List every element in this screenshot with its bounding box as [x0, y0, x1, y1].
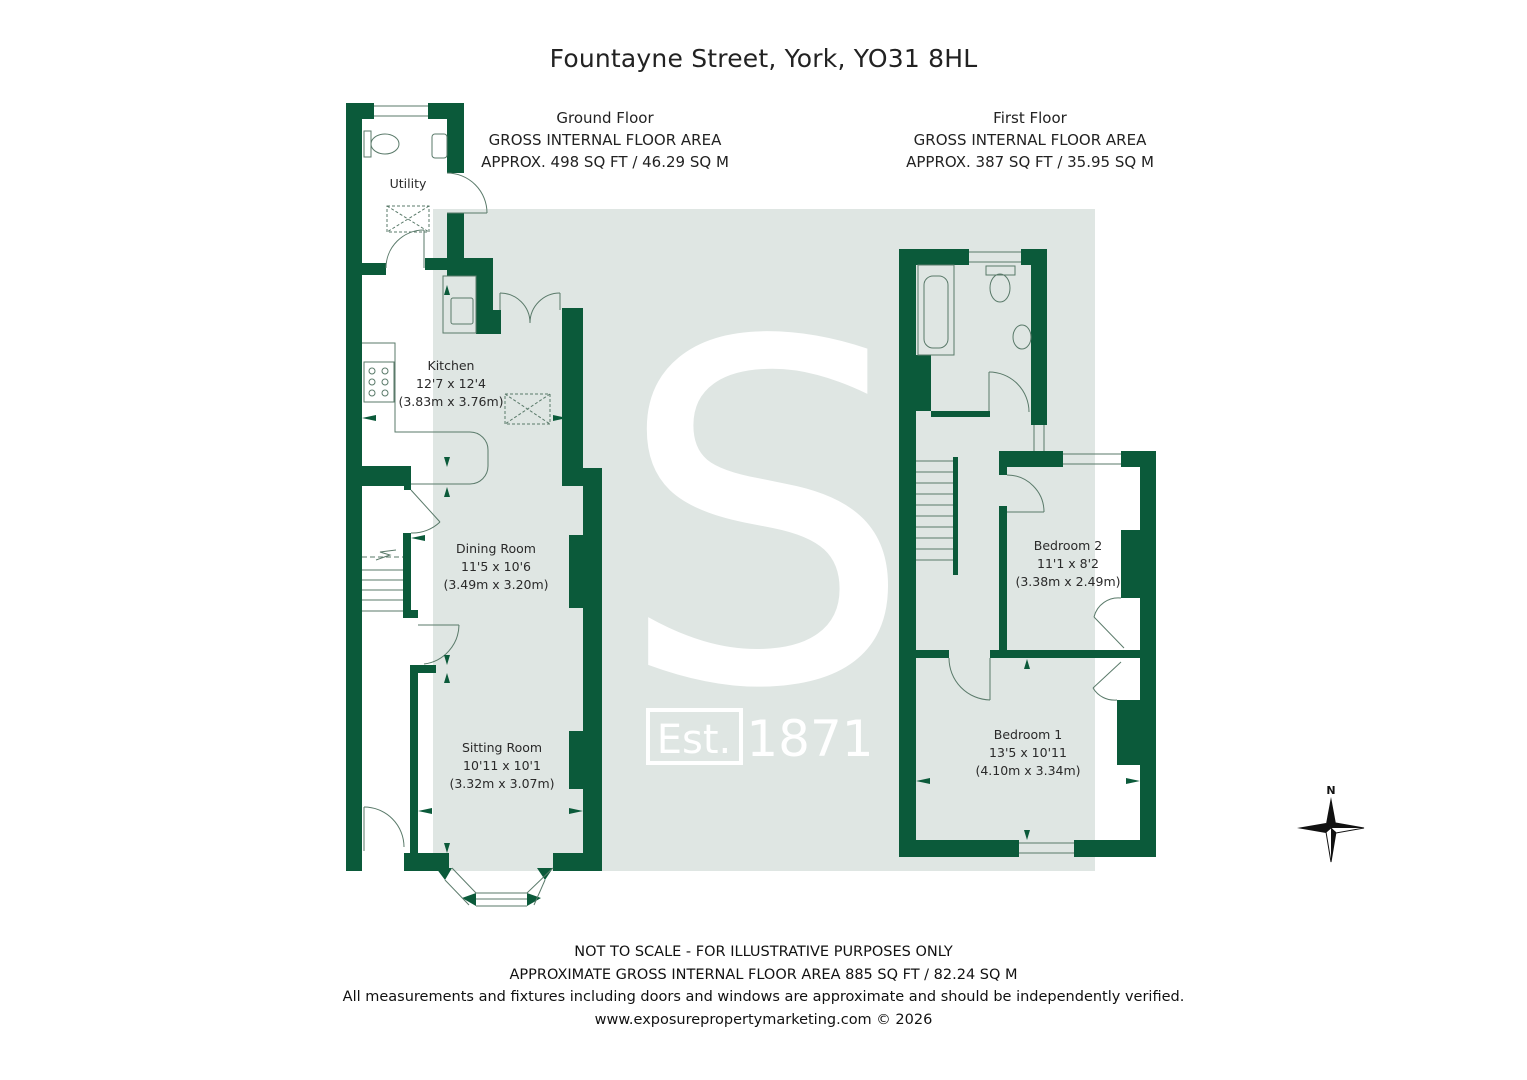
watermark-est-box: [646, 708, 743, 765]
ground-floor-fixtures: [362, 105, 561, 907]
floor-name: Ground Floor: [556, 109, 654, 127]
compass-north-label: N: [1326, 784, 1335, 797]
room-imperial: 10'11 x 10'1: [463, 758, 541, 773]
first-floor-heading: First Floor GROSS INTERNAL FLOOR AREA AP…: [880, 107, 1180, 173]
first-floor-dimension-markers: [916, 659, 1140, 840]
room-imperial: 11'1 x 8'2: [1037, 556, 1099, 571]
watermark-letter: S: [616, 244, 914, 791]
footer-not-to-scale: NOT TO SCALE - FOR ILLUSTRATIVE PURPOSES…: [574, 944, 953, 960]
room-label-utility: Utility: [370, 175, 446, 193]
floor-area-value: APPROX. 498 SQ FT / 46.29 SQ M: [481, 153, 729, 171]
room-metric: (3.32m x 3.07m): [449, 776, 555, 791]
watermark-est-label: Est.: [657, 717, 732, 763]
watermark-background: [433, 209, 1095, 871]
room-metric: (3.49m x 3.20m): [443, 577, 549, 592]
floor-area-label: GROSS INTERNAL FLOOR AREA: [913, 131, 1147, 149]
page-title: Fountayne Street, York, YO31 8HL: [549, 44, 978, 73]
room-label-kitchen: Kitchen 12'7 x 12'4 (3.83m x 3.76m): [391, 357, 511, 411]
room-metric: (4.10m x 3.34m): [975, 763, 1081, 778]
north-compass-icon: N: [1297, 784, 1365, 863]
floor-name: First Floor: [993, 109, 1067, 127]
ground-floor-dimension-markers: [362, 285, 583, 853]
footer-disclaimer: NOT TO SCALE - FOR ILLUSTRATIVE PURPOSES…: [0, 941, 1527, 1031]
room-name: Bedroom 1: [993, 727, 1063, 742]
ground-floor-heading: Ground Floor GROSS INTERNAL FLOOR AREA A…: [455, 107, 755, 173]
room-label-bedroom-2: Bedroom 2 11'1 x 8'2 (3.38m x 2.49m): [1008, 537, 1128, 591]
room-imperial: 11'5 x 10'6: [461, 559, 531, 574]
room-name: Dining Room: [456, 541, 536, 556]
room-imperial: 13'5 x 10'11: [989, 745, 1067, 760]
ground-floor-walls: [346, 103, 602, 906]
room-label-bedroom-1: Bedroom 1 13'5 x 10'11 (4.10m x 3.34m): [968, 726, 1088, 780]
room-metric: (3.83m x 3.76m): [398, 394, 504, 409]
room-name: Kitchen: [427, 358, 475, 373]
room-label-dining-room: Dining Room 11'5 x 10'6 (3.49m x 3.20m): [436, 540, 556, 594]
watermark-year: 1871: [746, 710, 873, 768]
room-metric: (3.38m x 2.49m): [1015, 574, 1121, 589]
room-label-sitting-room: Sitting Room 10'11 x 10'1 (3.32m x 3.07m…: [442, 739, 562, 793]
room-name: Bedroom 2: [1033, 538, 1103, 553]
footer-website-copyright: www.exposurepropertymarketing.com © 2026: [594, 1011, 933, 1028]
floor-area-value: APPROX. 387 SQ FT / 35.95 SQ M: [906, 153, 1154, 171]
first-floor-fixtures: [916, 251, 1125, 854]
room-name: Utility: [389, 176, 427, 191]
room-imperial: 12'7 x 12'4: [416, 376, 486, 391]
footer-measurement-note: All measurements and fixtures including …: [342, 989, 1185, 1005]
first-floor-walls: [899, 249, 1156, 857]
room-name: Sitting Room: [461, 740, 543, 755]
footer-total-area: APPROXIMATE GROSS INTERNAL FLOOR AREA 88…: [509, 966, 1018, 983]
floor-area-label: GROSS INTERNAL FLOOR AREA: [488, 131, 722, 149]
